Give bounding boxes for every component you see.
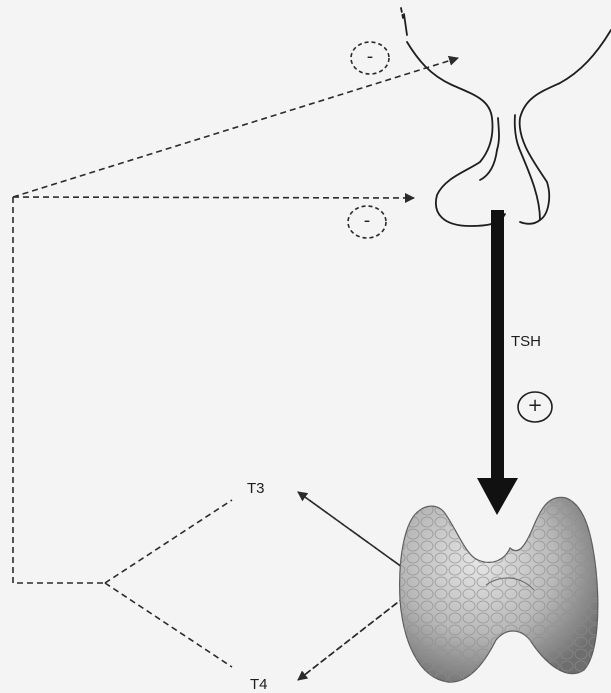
thyroid-gland-icon (400, 497, 598, 682)
t4-label: T4 (250, 677, 268, 692)
t3-label: T3 (247, 481, 265, 496)
tsh-arrow (477, 210, 518, 515)
stimulate-sign: + (525, 397, 545, 415)
inhibit-upper-sign: - (360, 48, 380, 66)
tsh-label: TSH (511, 334, 541, 349)
pituitary-outline-icon (401, 8, 611, 226)
negative-feedback-loop (13, 58, 458, 680)
inhibit-lower-sign: - (357, 212, 377, 230)
